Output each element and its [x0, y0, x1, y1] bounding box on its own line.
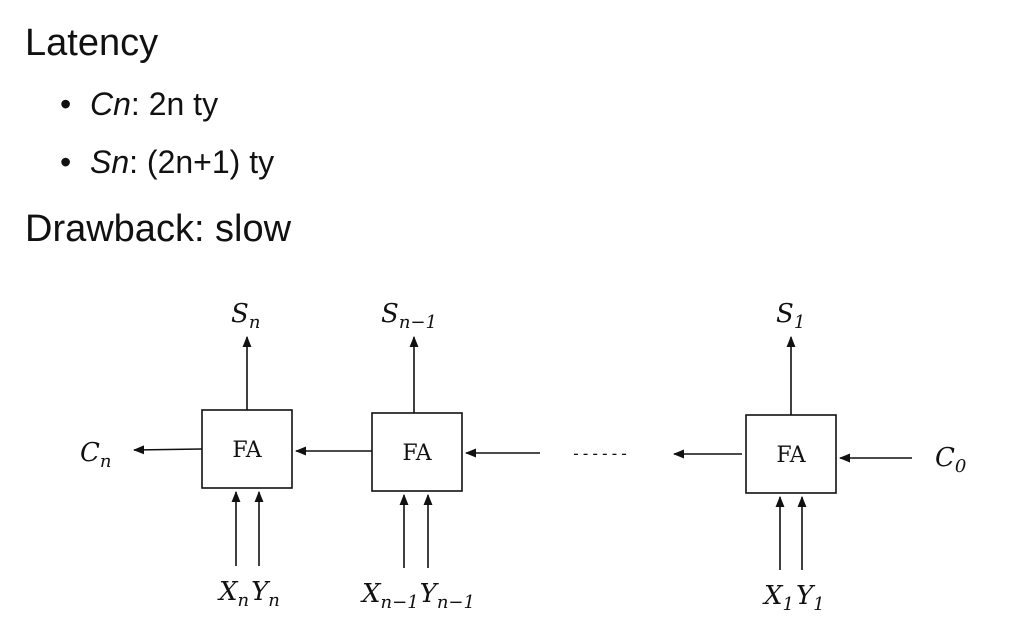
full-adder-block-n-minus-1 — [371, 412, 463, 492]
latency-heading: Latency — [25, 22, 159, 64]
input-label-pair: X1Y1 — [762, 581, 825, 615]
full-adder-block-1 — [745, 414, 837, 494]
carry-out-label: Cn — [80, 438, 112, 472]
sum-label: Sn−1 — [381, 299, 437, 333]
bullet-sn: • Sn: (2n+1) ty — [60, 144, 274, 181]
fa-label: FA — [232, 438, 262, 463]
sum-label: S1 — [776, 299, 805, 333]
bullet-text: : 2n ty — [130, 86, 219, 122]
carry-in-label: C0 — [935, 443, 966, 477]
bullet-cn: • Cn: 2n ty — [60, 86, 218, 123]
bullet-dot-icon: • — [60, 86, 72, 122]
bullet-text: : (2n+1) ty — [129, 144, 275, 180]
bullet-dot-icon: • — [60, 144, 72, 180]
fa-label: FA — [402, 441, 432, 466]
sum-label: Sn — [231, 299, 260, 333]
input-label-pair: XnYn — [217, 577, 280, 611]
ellipsis-dashes: ------ — [571, 444, 629, 463]
bullet-variable: Cn — [90, 86, 131, 122]
fa-label: FA — [776, 443, 806, 468]
bullet-variable: Sn — [90, 144, 130, 180]
drawback-heading: Drawback: slow — [25, 208, 292, 250]
input-label-pair: Xn−1Yn−1 — [360, 579, 475, 613]
carry-out-arrow — [132, 445, 203, 455]
